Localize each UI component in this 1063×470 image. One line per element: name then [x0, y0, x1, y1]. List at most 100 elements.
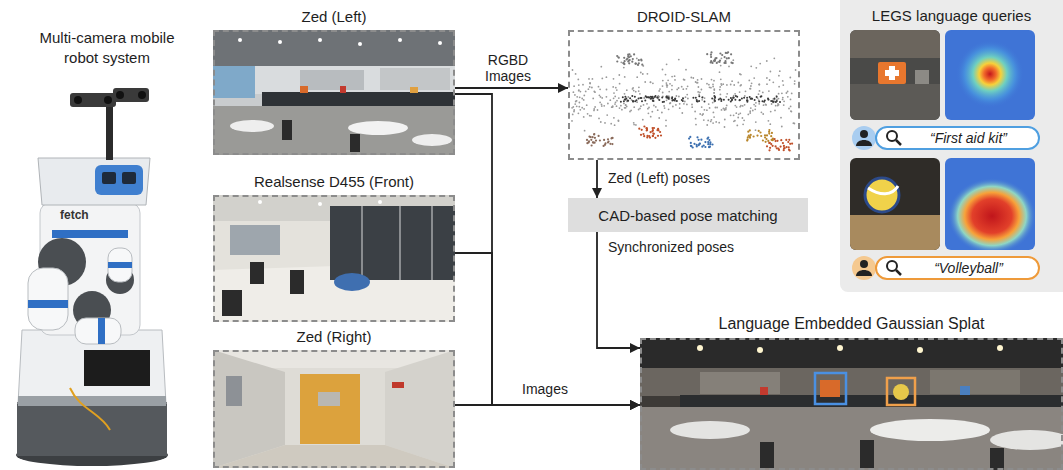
point	[624, 60, 626, 62]
droid-slam-pointcloud-part	[568, 30, 800, 160]
query-bar-1-part	[856, 140, 872, 146]
point	[775, 101, 777, 103]
point	[692, 146, 694, 148]
point	[660, 134, 662, 136]
point	[750, 85, 752, 87]
point	[765, 141, 767, 143]
point	[643, 104, 645, 106]
point	[581, 98, 583, 100]
point	[634, 96, 636, 98]
point	[639, 108, 641, 110]
point	[706, 53, 708, 55]
point	[615, 87, 617, 89]
point	[633, 122, 635, 124]
edge-label: Images	[520, 381, 570, 397]
point	[791, 93, 793, 95]
realsense-photo-part	[361, 206, 363, 280]
point	[744, 95, 746, 97]
point	[656, 129, 658, 131]
point	[762, 100, 764, 102]
point	[635, 91, 637, 93]
robot-illustration-part	[95, 165, 143, 195]
point	[725, 52, 727, 54]
point	[594, 91, 596, 93]
point	[776, 96, 778, 98]
zed-right-photo-part	[300, 374, 360, 444]
point	[720, 94, 722, 96]
point	[747, 136, 749, 138]
point	[770, 111, 772, 113]
zed-right-photo-part	[213, 350, 455, 468]
point	[631, 95, 633, 97]
point	[709, 86, 711, 88]
point	[678, 96, 680, 98]
point	[759, 131, 761, 133]
point	[768, 131, 770, 133]
point	[697, 82, 699, 84]
point	[704, 141, 706, 143]
point	[711, 79, 713, 81]
point	[696, 82, 698, 84]
gaussian-splat-render-part	[837, 345, 843, 351]
point	[719, 71, 721, 73]
point	[591, 144, 593, 146]
point	[719, 86, 721, 88]
point	[653, 105, 655, 107]
point	[713, 112, 715, 114]
point	[718, 122, 720, 124]
point	[691, 106, 693, 108]
point	[668, 98, 670, 100]
point	[746, 140, 748, 142]
point	[714, 98, 716, 100]
box-label: CAD-based pose matching	[598, 206, 777, 225]
zed-left-photo-part	[213, 30, 455, 155]
point	[638, 86, 640, 88]
zed-left-photo	[213, 30, 455, 155]
point	[713, 116, 715, 118]
point	[777, 103, 779, 105]
pointcloud-dots	[571, 51, 796, 151]
point	[795, 69, 797, 71]
point	[611, 106, 613, 108]
image-panel: Realsense D455 (Front)	[213, 195, 455, 322]
zed-left-photo-part	[300, 70, 364, 90]
query-bar-1-part	[887, 131, 897, 141]
point	[780, 146, 782, 148]
point	[730, 101, 732, 103]
zed-right-photo-part	[392, 382, 404, 388]
point	[618, 120, 620, 122]
point	[588, 141, 590, 143]
point	[647, 73, 649, 75]
point	[682, 100, 684, 102]
robot-illustration-part	[18, 396, 166, 406]
point	[590, 136, 592, 138]
query-panel: LEGS language queries“First aid kit”“Vol…	[840, 0, 1063, 292]
edge-label-box: Synchronized poses	[606, 238, 736, 256]
point	[774, 99, 776, 101]
point	[704, 97, 706, 99]
query-bar-1-part	[860, 130, 868, 138]
point	[638, 59, 640, 61]
point	[612, 86, 614, 88]
point	[770, 71, 772, 73]
point	[652, 98, 654, 100]
point	[703, 144, 705, 146]
query-image-volleyball-part	[868, 186, 898, 194]
point	[789, 77, 791, 79]
point	[599, 102, 601, 104]
point	[739, 106, 741, 108]
point	[730, 53, 732, 55]
point	[577, 79, 579, 81]
realsense-photo-part	[399, 206, 401, 280]
point	[787, 141, 789, 143]
point	[611, 143, 613, 145]
point	[601, 97, 603, 99]
point	[724, 126, 726, 128]
point	[674, 99, 676, 101]
zed-left-photo-part	[230, 120, 274, 132]
image-panel: DROID-SLAM	[568, 30, 800, 160]
point	[649, 137, 651, 139]
point	[628, 62, 630, 64]
point	[775, 101, 777, 103]
point	[781, 92, 783, 94]
